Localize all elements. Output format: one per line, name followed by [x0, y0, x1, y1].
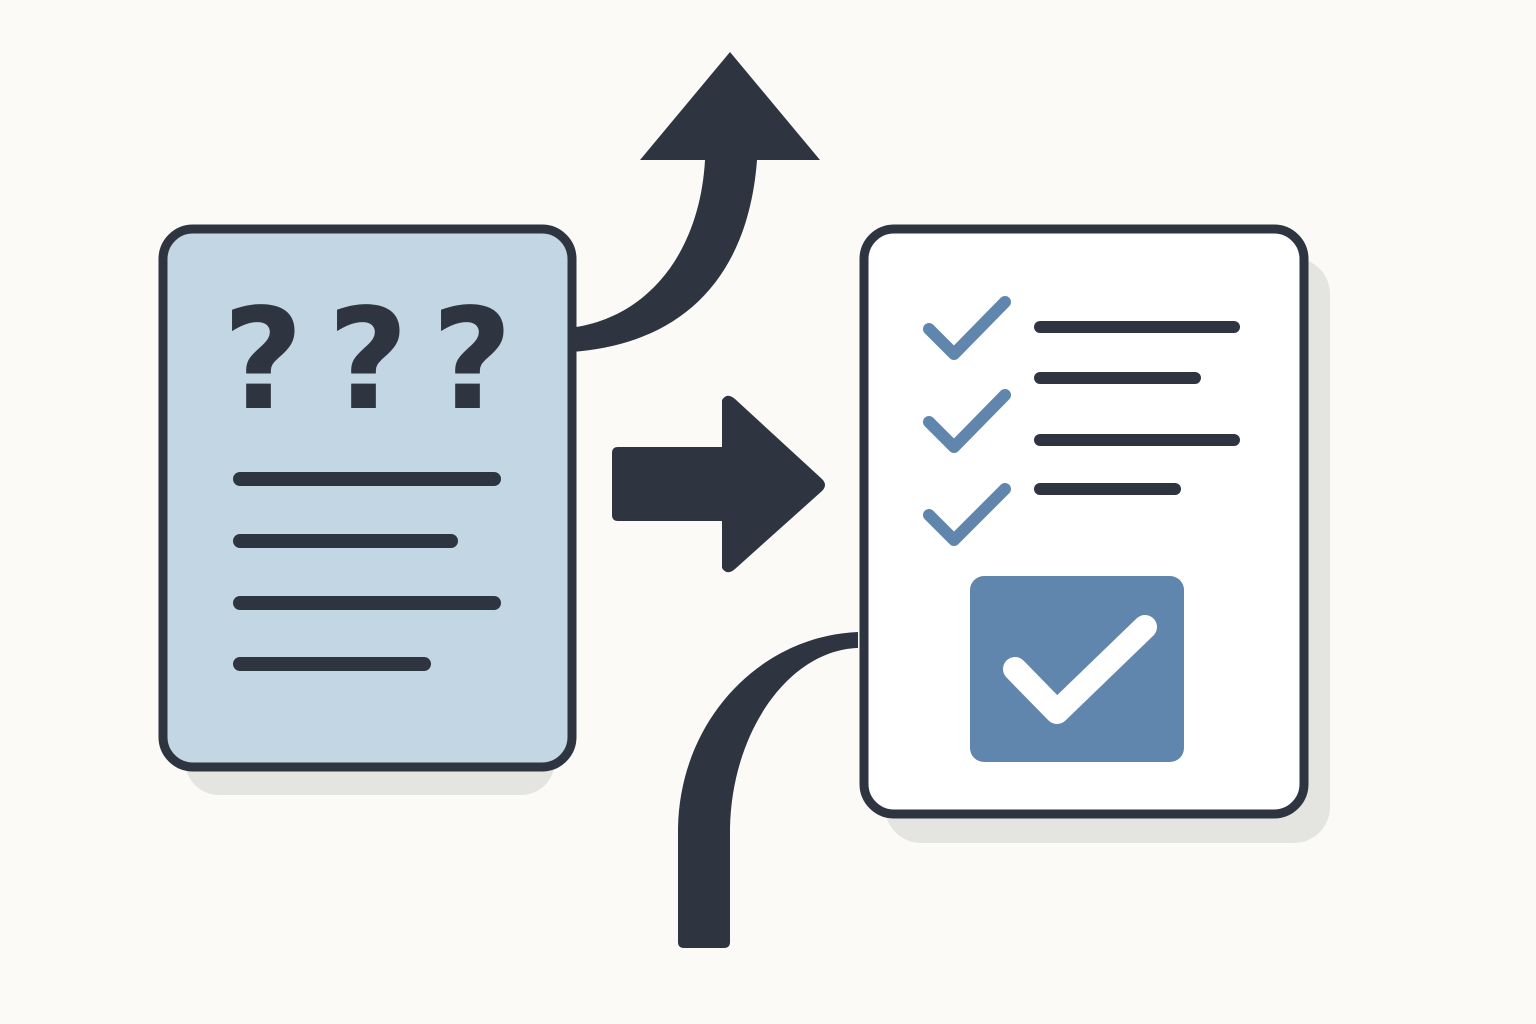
approval-check-icon [1003, 615, 1157, 724]
check-icon [923, 483, 1011, 546]
question-marks: ? ? ? [222, 279, 512, 442]
approval-checkbox [970, 576, 1184, 762]
curved-up-arrow-icon [640, 52, 820, 160]
checklist [923, 296, 1240, 546]
unclear-text-lines [233, 472, 501, 671]
check-icon [923, 389, 1011, 453]
question-mark-icon: ? [431, 279, 512, 442]
checklist-item [923, 372, 1240, 453]
checklist-item [923, 296, 1240, 360]
curved-incoming-arrow [678, 632, 858, 948]
checklist-item [923, 483, 1181, 546]
question-mark-icon: ? [327, 279, 408, 442]
question-mark-icon: ? [222, 279, 303, 442]
checkbox-checked-icon [970, 576, 1184, 762]
unclear-document-page [158, 224, 577, 772]
check-icon [923, 296, 1011, 360]
clear-document [859, 224, 1330, 843]
diverging-arrow [570, 52, 820, 352]
right-arrow-icon [612, 395, 825, 573]
unclear-document: ? ? ? [158, 224, 577, 795]
diverging-arrow-stem [570, 160, 757, 352]
